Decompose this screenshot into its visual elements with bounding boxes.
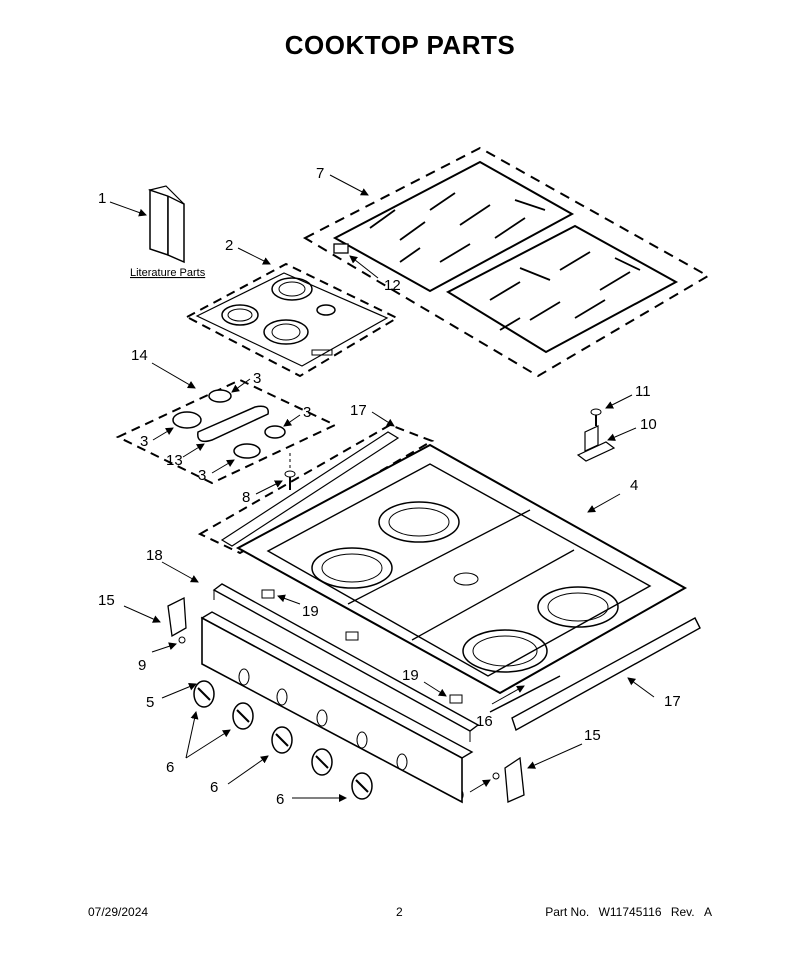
rear-trim	[197, 423, 435, 555]
callout-6a: 6	[166, 759, 174, 776]
callout-13: 13	[166, 452, 183, 469]
grate-bumper	[333, 243, 349, 254]
callout-15a: 15	[98, 592, 115, 609]
control-panel	[200, 611, 474, 804]
callout-17a: 17	[350, 402, 367, 419]
part-number-label: Part No.	[545, 905, 590, 919]
callout-11: 11	[635, 383, 651, 400]
callout-5: 5	[146, 694, 154, 711]
screw-9-left	[178, 636, 186, 644]
callout-16: 16	[476, 713, 493, 730]
clip-19	[261, 589, 463, 704]
callout-1: 1	[98, 190, 106, 207]
callout-19b: 19	[402, 667, 419, 684]
ignition-bracket	[576, 425, 616, 462]
callout-17b: 17	[664, 693, 681, 710]
revision: A	[703, 905, 712, 919]
side-bracket-right	[504, 756, 525, 803]
manifold-bracket	[212, 583, 480, 742]
literature-booklet	[147, 185, 185, 264]
cooktop-main-pan	[235, 443, 688, 695]
callout-4: 4	[630, 477, 638, 494]
callout-18: 18	[146, 547, 163, 564]
callout-19a: 19	[302, 603, 319, 620]
control-knobs	[193, 680, 373, 800]
grate-assembly	[302, 146, 711, 378]
callout-3a: 3	[253, 370, 261, 387]
callout-2: 2	[225, 237, 233, 254]
burner-assembly	[115, 378, 338, 485]
callout-3d: 3	[198, 467, 206, 484]
callout-3b: 3	[303, 404, 311, 421]
callout-8: 8	[242, 489, 250, 506]
screw-11	[590, 408, 602, 426]
literature-parts-label: Literature Parts	[130, 267, 206, 279]
revision-label: Rev.	[670, 905, 695, 919]
footer-page-number: 2	[396, 905, 403, 919]
callout-15b: 15	[584, 727, 601, 744]
screw-8	[284, 453, 296, 490]
front-trim	[511, 617, 701, 732]
footer-date: 07/29/2024	[88, 905, 149, 919]
footer-part-info: Part No. W11745116 Rev. A	[539, 905, 712, 919]
callout-7: 7	[316, 165, 324, 182]
callout-12: 12	[384, 277, 401, 294]
callout-3c: 3	[140, 433, 148, 450]
callout-6b: 6	[210, 779, 218, 796]
screw-9-right	[492, 772, 500, 780]
side-bracket-left	[167, 596, 187, 638]
page-title: COOKTOP PARTS	[284, 30, 516, 60]
cooktop-top-assembly	[184, 262, 400, 378]
callout-10: 10	[640, 416, 657, 433]
callout-14: 14	[131, 347, 148, 364]
part-number: W11745116	[598, 905, 662, 919]
callout-9a: 9	[138, 657, 146, 674]
callout-6c: 6	[276, 791, 284, 808]
